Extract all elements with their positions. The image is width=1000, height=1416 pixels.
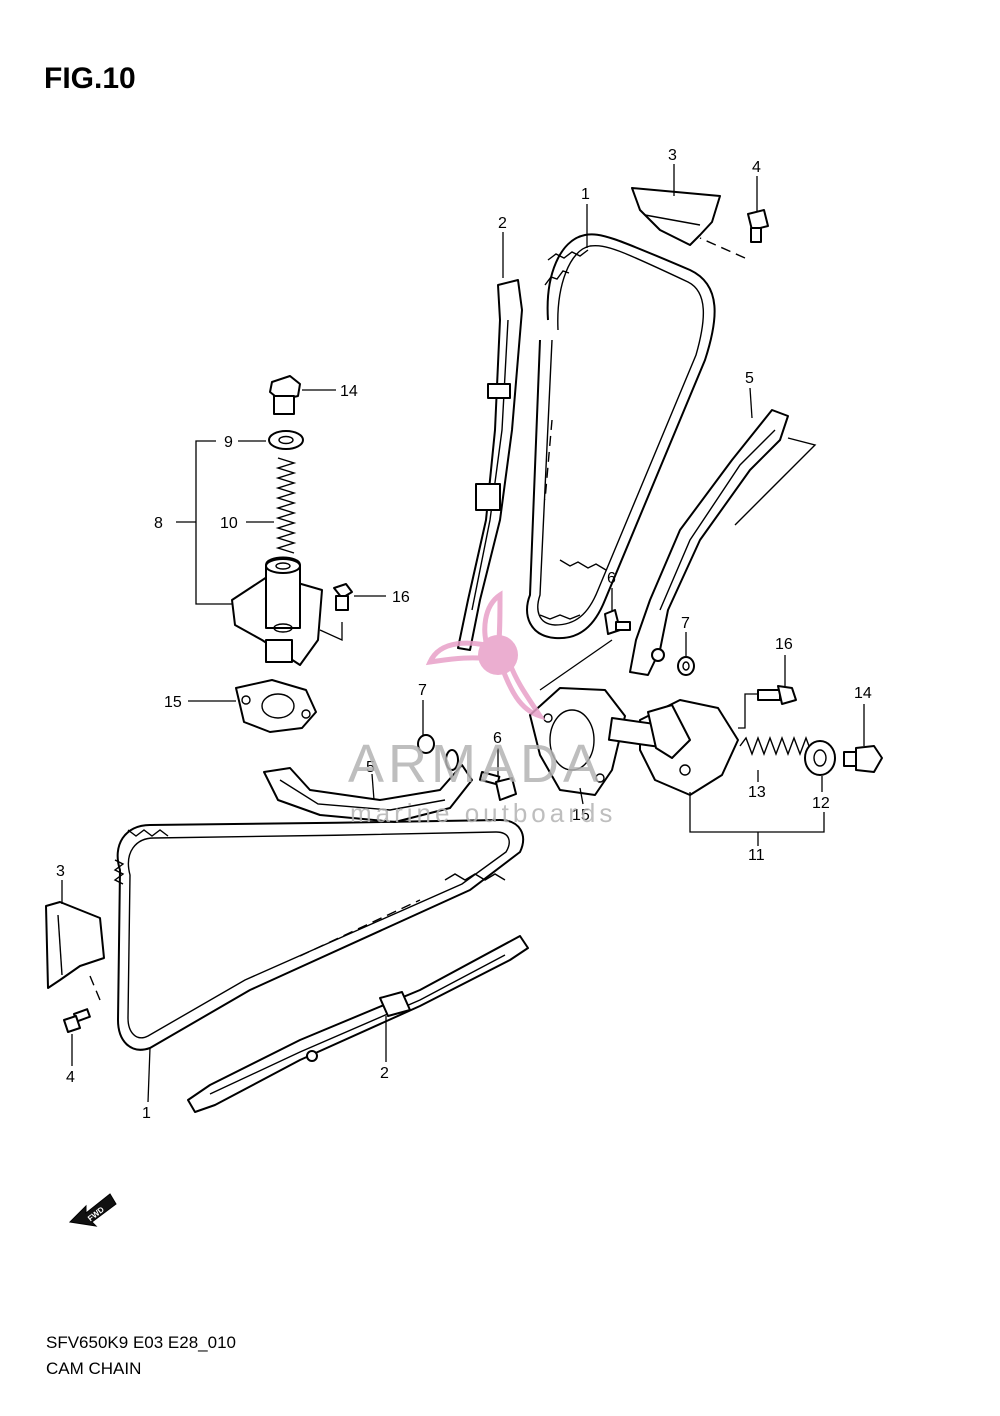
tensioner-bolt-14-left	[269, 375, 301, 415]
tensioner-bolt-14-right	[843, 745, 883, 773]
watermark-brand: ARMADA	[348, 734, 603, 794]
armada-watermark-logo: ARMADA marine outboards	[348, 590, 616, 828]
tensioner-guide-right	[629, 409, 817, 676]
tensioner-guide-mid	[263, 734, 473, 823]
bolt-4-lower	[63, 975, 101, 1033]
gasket-12	[804, 740, 836, 776]
diagram-name: CAM CHAIN	[46, 1359, 142, 1378]
spring-10	[275, 457, 297, 554]
callout-5-right: 5	[745, 370, 754, 387]
callout-11: 11	[748, 847, 765, 864]
cam-chain-lower	[113, 819, 525, 1051]
guide-bracket-upper	[631, 187, 721, 246]
callout-16-left: 16	[392, 589, 410, 606]
callout-6-right: 6	[607, 570, 616, 587]
bolt-4-upper	[699, 209, 769, 259]
bolt-16-right	[738, 685, 797, 729]
spring-13	[739, 736, 819, 756]
callout-7-right: 7	[681, 615, 690, 632]
diagram-code: SFV650K9 E03 E28_010	[46, 1333, 236, 1352]
callout-14-right: 14	[854, 685, 872, 702]
callout-3-upper: 3	[668, 147, 677, 164]
gasket-9	[268, 430, 304, 450]
washer-7-right	[677, 656, 695, 676]
callout-16-right: 16	[775, 636, 793, 653]
callout-7-mid: 7	[418, 682, 427, 699]
callout-13: 13	[748, 784, 766, 801]
callout-15-left: 15	[164, 694, 182, 711]
cam-chain-upper	[526, 233, 716, 640]
gasket-15-left	[235, 679, 317, 733]
callout-15-mid: 15	[572, 807, 590, 824]
figure-title: FIG.10	[44, 62, 136, 95]
callout-4-lower: 4	[66, 1069, 75, 1086]
footer: SFV650K9 E03 E28_010 CAM CHAIN	[46, 1330, 236, 1382]
callout-5-mid: 5	[366, 759, 375, 776]
tensioner-body-left	[231, 556, 323, 666]
callout-labels: 1 1 2 2 3 3 4 4 5 5 6 6 7 7 8 9 10 11 12…	[56, 147, 872, 1122]
callout-9: 9	[224, 434, 233, 451]
callout-10: 10	[220, 515, 238, 532]
guide-bracket-lower	[45, 901, 105, 989]
callout-14-left: 14	[340, 383, 358, 400]
callout-2-lower: 2	[380, 1065, 389, 1082]
watermark-tagline: marine outboards	[350, 798, 616, 828]
chain-guide-upper	[457, 279, 523, 651]
callout-2-upper: 2	[498, 215, 507, 232]
callout-1-lower: 1	[142, 1105, 151, 1122]
tensioner-body-right	[607, 699, 739, 796]
callout-6-mid: 6	[493, 730, 502, 747]
leader-lines	[61, 164, 865, 1103]
chain-guide-lower	[187, 935, 529, 1113]
fwd-arrow-icon: FWD	[68, 1193, 117, 1227]
callout-1-upper: 1	[581, 186, 590, 203]
bolt-16-left	[319, 583, 353, 642]
callout-12: 12	[812, 795, 830, 812]
bolt-6-mid	[478, 771, 517, 801]
callout-8: 8	[154, 515, 163, 532]
callout-4-upper: 4	[752, 159, 761, 176]
gasket-15-mid	[529, 687, 626, 796]
propeller-icon	[425, 590, 546, 721]
callout-3-lower: 3	[56, 863, 65, 880]
bolt-6-right	[604, 609, 631, 635]
